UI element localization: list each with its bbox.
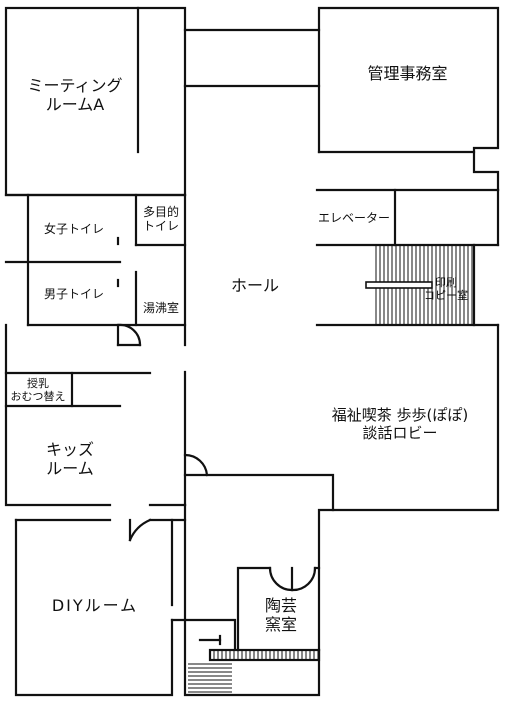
cafe-line2: 談話ロビー xyxy=(362,424,438,442)
multipurpose-toilet-line2: トイレ xyxy=(142,219,179,234)
pottery-kiln-line2: 窯室 xyxy=(264,615,297,635)
meeting-room-a-line2: ルームA xyxy=(45,95,105,115)
nursing-label: 授乳 おむつ替え xyxy=(4,377,72,403)
diy-room-walls xyxy=(14,503,187,697)
print-copy-line1: 印刷 xyxy=(435,276,457,289)
kettle-room-label: 湯沸室 xyxy=(142,301,179,315)
diy-room-label: DIYルーム xyxy=(51,596,139,615)
bottom-stairs xyxy=(188,650,319,693)
toilet-walls xyxy=(4,193,187,347)
multipurpose-toilet-label: 多目的 トイレ xyxy=(137,205,185,234)
kids-room-label: キッズ ルーム xyxy=(20,440,120,478)
cafe-lobby-walls xyxy=(183,323,500,652)
meeting-room-a-walls xyxy=(4,6,187,197)
corridor-walls xyxy=(183,28,321,88)
cafe-line1: 福祉喫茶 歩歩(ぽぽ) xyxy=(331,406,469,424)
print-copy-label: 印刷 コピー室 xyxy=(416,276,476,302)
office-label: 管理事務室 xyxy=(367,64,448,83)
pottery-kiln-line1: 陶芸 xyxy=(264,596,297,615)
nursing-kids-walls xyxy=(4,323,187,507)
office-walls xyxy=(317,6,500,192)
elevator-stairs xyxy=(365,244,475,326)
womens-toilet-label: 女子トイレ xyxy=(43,222,104,236)
bottom-stair-walls xyxy=(170,618,321,697)
meeting-room-a-label: ミーティング ルームA xyxy=(20,76,130,114)
hall-label: ホール xyxy=(230,276,279,295)
kids-room-line2: ルーム xyxy=(46,459,94,479)
nursing-line2: おむつ替え xyxy=(10,390,66,404)
multipurpose-toilet-line1: 多目的 xyxy=(142,205,179,219)
print-copy-line2: コピー室 xyxy=(424,289,468,303)
mens-toilet-label: 男子トイレ xyxy=(43,287,104,301)
cafe-lobby-label: 福祉喫茶 歩歩(ぽぽ) 談話ロビー xyxy=(304,406,496,442)
meeting-room-a-line1: ミーティング xyxy=(27,76,123,95)
pottery-kiln-label: 陶芸 窯室 xyxy=(244,596,318,634)
pottery-kiln-walls xyxy=(236,566,321,652)
nursing-line1: 授乳 xyxy=(27,377,49,390)
elevator-label: エレベーター xyxy=(317,211,390,225)
kids-room-line1: キッズ xyxy=(45,440,94,459)
